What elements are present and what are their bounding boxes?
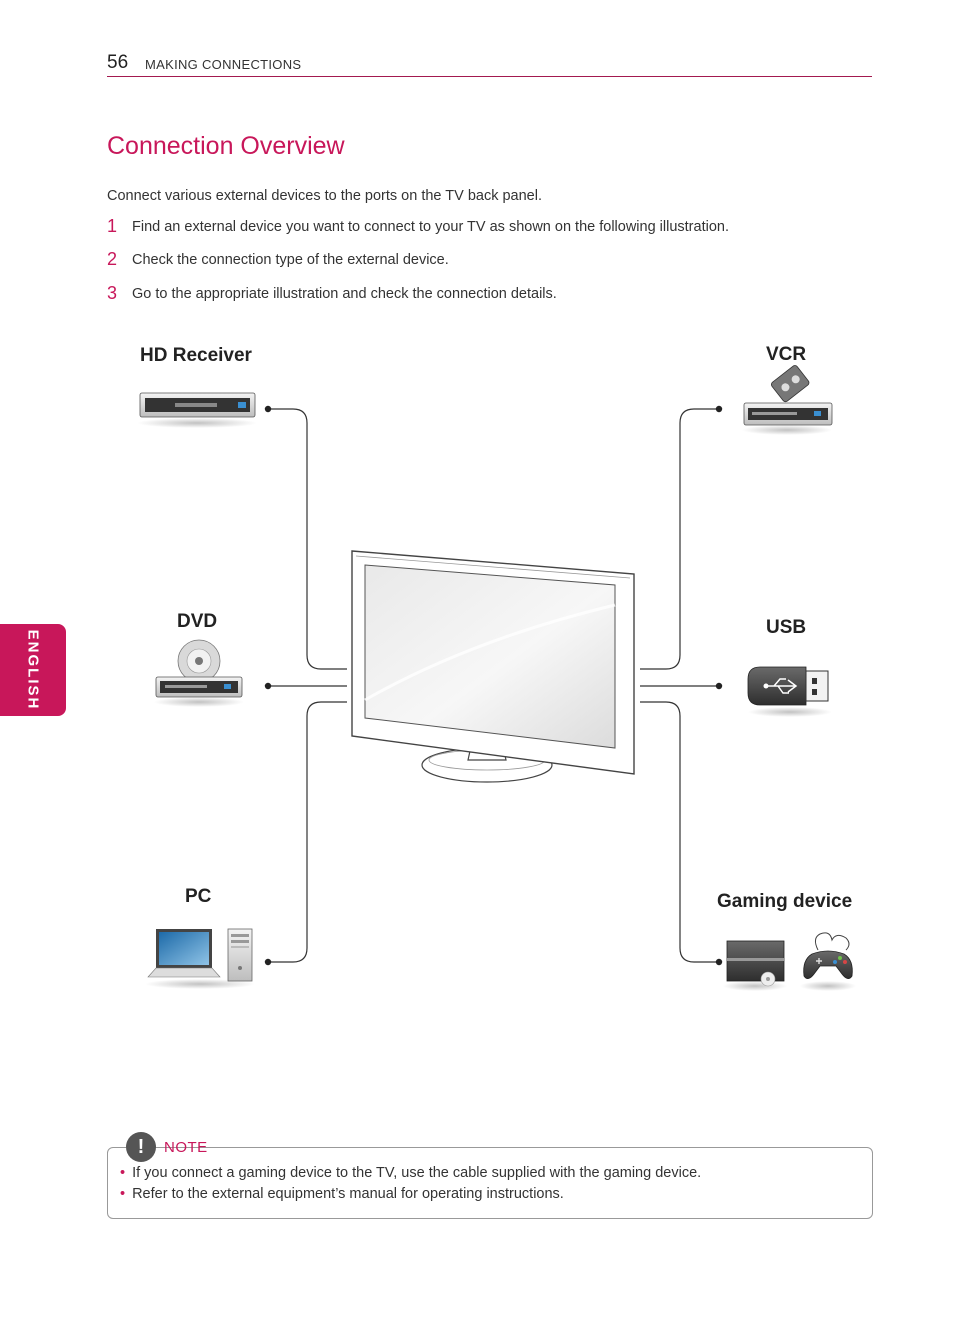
connection-lines — [268, 408, 719, 963]
page-header: 56 MAKING CONNECTIONS — [107, 52, 872, 77]
gaming-device-icon — [723, 932, 856, 991]
note-box — [107, 1147, 873, 1219]
language-tab: ENGLISH — [0, 624, 66, 716]
note-item: • Refer to the external equipment’s manua… — [120, 1186, 564, 1202]
pc-label: PC — [185, 886, 212, 907]
pc-icon — [145, 928, 255, 989]
hd-receiver-icon — [137, 392, 257, 428]
section-name: MAKING CONNECTIONS — [145, 57, 302, 72]
note-label: NOTE — [164, 1139, 208, 1156]
tv-icon — [351, 550, 635, 783]
exclamation-icon: ! — [126, 1132, 156, 1162]
note-item: • If you connect a gaming device to the T… — [120, 1165, 701, 1181]
step-text: Find an external device you want to conn… — [132, 219, 729, 235]
vcr-icon — [742, 365, 833, 435]
intro-text: Connect various external devices to the … — [107, 188, 542, 204]
note-item-text: If you connect a gaming device to the TV… — [132, 1165, 702, 1181]
usb-label: USB — [766, 617, 807, 638]
note-header: ! NOTE — [126, 1132, 207, 1162]
page-number: 56 — [107, 52, 129, 73]
step-number: 3 — [107, 283, 118, 303]
dvd-label: DVD — [177, 611, 218, 632]
note-item-text: Refer to the external equipment’s manual… — [132, 1186, 564, 1202]
connector-dots — [264, 405, 723, 966]
step-number: 2 — [107, 249, 118, 269]
dvd-icon — [154, 639, 244, 707]
usb-icon — [747, 666, 832, 717]
step-text: Go to the appropriate illustration and c… — [132, 286, 557, 302]
step-number: 1 — [107, 216, 118, 236]
hd-receiver-label: HD Receiver — [140, 345, 252, 366]
page-title: Connection Overview — [107, 132, 345, 160]
bullet-icon: • — [120, 1186, 126, 1202]
vcr-label: VCR — [766, 344, 807, 365]
gaming-device-label: Gaming device — [717, 891, 853, 912]
step-text: Check the connection type of the externa… — [132, 252, 449, 268]
bullet-icon: • — [120, 1165, 126, 1181]
